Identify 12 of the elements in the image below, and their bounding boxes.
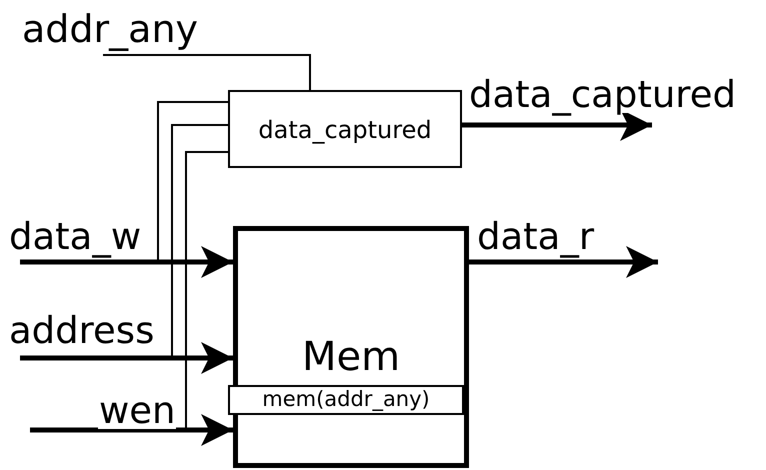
signal-line — [157, 101, 228, 262]
signal-arrow — [469, 246, 658, 278]
block-label: data_captured — [257, 118, 433, 142]
signal-line — [103, 54, 311, 90]
signal-arrow — [30, 414, 233, 446]
signal-line — [185, 151, 228, 430]
signal-arrow — [20, 342, 233, 374]
block-label: Mem — [300, 337, 402, 377]
block-label: mem(addr_any) — [261, 389, 431, 410]
block-box — [228, 90, 462, 168]
signal-line — [171, 124, 228, 358]
memory-field-box — [228, 385, 464, 415]
